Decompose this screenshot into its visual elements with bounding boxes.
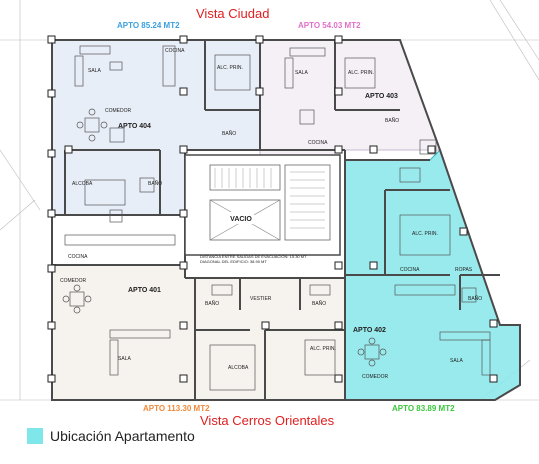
walls [51,39,521,401]
room-cocina-402: COCINA [400,267,420,273]
room-comedor-404: COMEDOR [105,108,132,114]
plan-label-403: APTO 403 [365,93,398,100]
plan-label-404: APTO 404 [118,123,151,130]
area-label-402: APTO 83.89 MT2 [392,404,455,413]
room-sala-402: SALA [450,358,463,364]
room-bano-401a: BAÑO [205,300,219,307]
room-bano-402: BAÑO [468,295,482,302]
room-bano-404: BAÑO [148,180,162,187]
room-alc-prin-402: ALC. PRIN. [412,231,438,237]
room-bano-403: BAÑO [385,117,399,124]
legend-label: Ubicación Apartamento [50,428,195,444]
evacuation-note: DISTANCIA ENTRE SALIDAS DE EVACUACION: 1… [200,254,307,259]
room-alcoba-401: ALCOBA [228,365,249,371]
room-cocina-401: COCINA [68,254,88,260]
vacio-label: VACIO [230,216,252,223]
room-alc-prin-404: ALC. PRIN. [217,65,243,71]
area-label-401: APTO 113.30 MT2 [143,404,210,413]
view-bottom-label: Vista Cerros Orientales [200,413,335,428]
plan-label-401: APTO 401 [128,287,161,294]
room-sala-401: SALA [118,356,131,362]
apto-401-area [51,264,346,401]
room-cocina-403: COCINA [308,140,328,146]
legend-swatch [27,428,43,444]
room-comedor-402: COMEDOR [362,374,389,380]
room-bano-401b: BAÑO [312,300,326,307]
room-alc-prin-401: ALC. PRIN. [310,346,336,352]
furniture [62,45,491,391]
columns [47,35,498,383]
room-cocina-404: COCINA [165,48,185,54]
room-ropas-402: ROPAS [455,267,473,273]
plan-label-402: APTO 402 [353,327,386,334]
diagonal-note: DIAGONAL DEL EDIFICIO: 38.90 MT [200,259,267,264]
view-top-label: Vista Ciudad [196,6,269,21]
area-label-403: APTO 54.03 MT2 [298,21,361,30]
core: VACIO DISTANCIA ENTRE SALIDAS DE EVACUAC… [184,154,341,264]
room-bano-core: BAÑO [222,130,236,137]
room-alc-prin-403: ALC. PRIN. [348,70,374,76]
room-sala-404: SALA [88,68,101,74]
legend: Ubicación Apartamento [27,428,195,444]
area-label-404: APTO 85.24 MT2 [117,21,180,30]
room-comedor-401: COMEDOR [60,278,87,284]
room-alcoba-404: ALCOBA [72,181,93,187]
room-vestier-401: VESTIER [250,296,272,302]
room-sala-403: SALA [295,70,308,76]
